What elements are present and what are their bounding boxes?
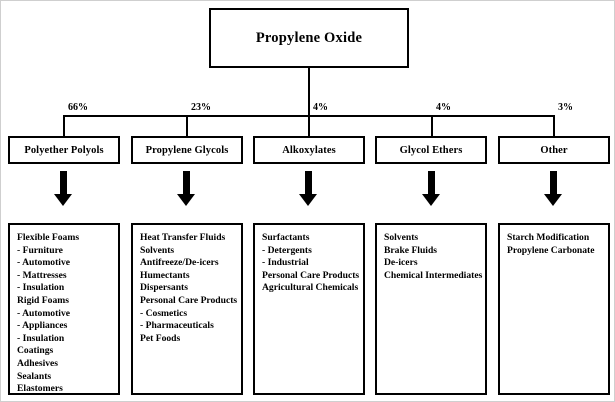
drop-line-5 (553, 115, 555, 136)
percent-label-4: 4% (436, 102, 451, 113)
arrow-stem-2 (183, 171, 190, 195)
detail-line: Adhesives (17, 357, 59, 369)
percent-label-5: 3% (558, 102, 573, 113)
root-node-label: Propylene Oxide (255, 29, 363, 46)
percent-label-3: 4% (313, 102, 328, 113)
category-box-alkoxylates: Alkoxylates (253, 136, 365, 164)
arrow-head-5 (544, 194, 562, 206)
arrow-stem-4 (428, 171, 435, 195)
category-label-3: Alkoxylates (282, 144, 336, 156)
detail-box-polyether-polyols: Flexible Foams- Furniture- Automotive- M… (8, 223, 120, 395)
detail-line: Heat Transfer Fluids (140, 232, 226, 243)
detail-line: - Mattresses (17, 269, 67, 281)
category-box-other: Other (498, 136, 610, 164)
detail-line: - Furniture (17, 244, 63, 256)
detail-line: Chemical Intermediates (384, 269, 483, 281)
category-label-2: Propylene Glycols (145, 144, 229, 156)
detail-line: Antifreeze/De-icers (140, 257, 219, 269)
drop-line-3 (308, 115, 310, 136)
detail-line: - Detergents (262, 244, 312, 256)
detail-line: - Cosmetics (140, 307, 188, 319)
arrow-stem-3 (305, 171, 312, 195)
category-label-1: Polyether Polyols (24, 144, 104, 156)
detail-line: Brake Fluids (384, 244, 438, 256)
detail-line: - Automotive (17, 257, 71, 269)
percent-label-2: 23% (191, 102, 211, 113)
category-box-glycol-ethers: Glycol Ethers (375, 136, 487, 164)
arrow-head-4 (422, 194, 440, 206)
detail-line: Agricultural Chemicals (262, 282, 359, 294)
detail-line: Dispersants (140, 282, 188, 294)
category-box-propylene-glycols: Propylene Glycols (131, 136, 243, 164)
detail-line: Pet Foods (140, 332, 181, 344)
detail-line: Sealants (17, 370, 52, 382)
detail-line: - Insulation (17, 282, 65, 294)
detail-line: Personal Care Products (140, 294, 238, 306)
arrow-head-2 (177, 194, 195, 206)
category-label-4: Glycol Ethers (399, 144, 463, 156)
root-connector-vertical (308, 68, 310, 116)
detail-line: - Automotive (17, 307, 71, 319)
category-label-5: Other (540, 144, 568, 156)
detail-line: Solvents (140, 244, 175, 256)
detail-line: Personal Care Products (262, 269, 360, 281)
drop-line-4 (431, 115, 433, 136)
detail-line: Propylene Carbonate (507, 244, 595, 256)
arrow-head-3 (299, 194, 317, 206)
percent-label-1: 66% (68, 102, 88, 113)
detail-line: Coatings (17, 345, 54, 357)
arrow-stem-5 (550, 171, 557, 195)
detail-line: - Pharmaceuticals (140, 320, 214, 332)
detail-line: Solvents (384, 232, 419, 243)
category-box-polyether-polyols: Polyether Polyols (8, 136, 120, 164)
detail-line: - Insulation (17, 332, 65, 344)
detail-line: - Industrial (262, 257, 309, 269)
detail-line: Surfactants (262, 232, 310, 243)
detail-line: Starch Modification (507, 232, 590, 243)
drop-line-2 (186, 115, 188, 136)
detail-line: Humectants (140, 269, 190, 281)
drop-line-1 (63, 115, 65, 136)
detail-line: Elastomers (17, 383, 63, 395)
detail-line: De-icers (384, 257, 418, 269)
detail-line: Flexible Foams (17, 232, 80, 243)
detail-line: Rigid Foams (17, 294, 69, 306)
arrow-head-1 (54, 194, 72, 206)
detail-line: - Appliances (17, 320, 68, 332)
arrow-stem-1 (60, 171, 67, 195)
root-node-propylene-oxide: Propylene Oxide (209, 8, 409, 68)
